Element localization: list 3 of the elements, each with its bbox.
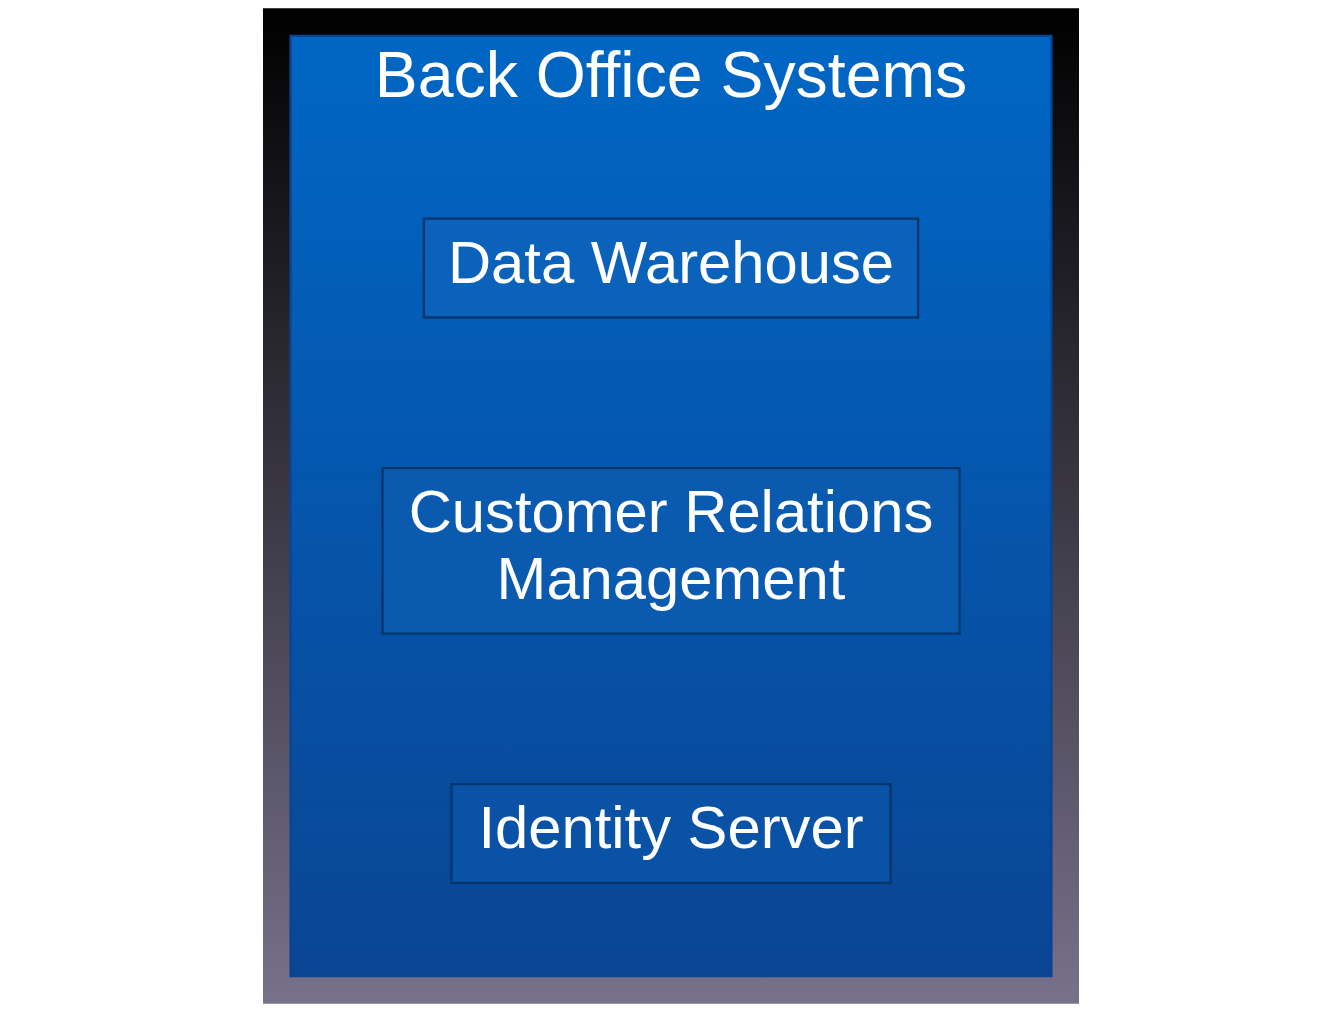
node-box: Data Warehouse: [422, 217, 919, 319]
node-box: Identity Server: [449, 783, 892, 885]
node-box: Customer Relations Management: [380, 466, 961, 635]
